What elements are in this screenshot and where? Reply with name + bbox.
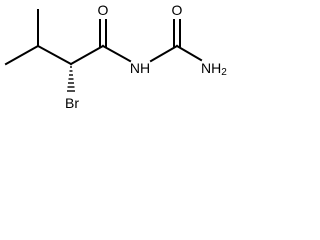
bond-skeleton	[4, 9, 203, 66]
bond-carbonyl-nh	[101, 44, 132, 63]
atom-nitrogen-amine: NH2	[201, 60, 227, 78]
bond-methyl-left	[4, 44, 40, 66]
bond-urea-nh2	[175, 44, 203, 62]
bond-chiral-carbonyl	[69, 44, 105, 66]
atom-nitrogen-imide: NH	[130, 60, 150, 76]
chemical-structure-diagram: O O NH NH2 Br	[4, 2, 227, 111]
bond-isopropyl-chiral	[36, 44, 73, 66]
hashed-wedge-bond	[67, 66, 75, 92]
atom-bromine: Br	[65, 95, 79, 111]
atom-oxygen-amide: O	[98, 2, 109, 18]
atom-oxygen-urea: O	[172, 2, 183, 18]
bond-nh-urea	[149, 44, 179, 63]
